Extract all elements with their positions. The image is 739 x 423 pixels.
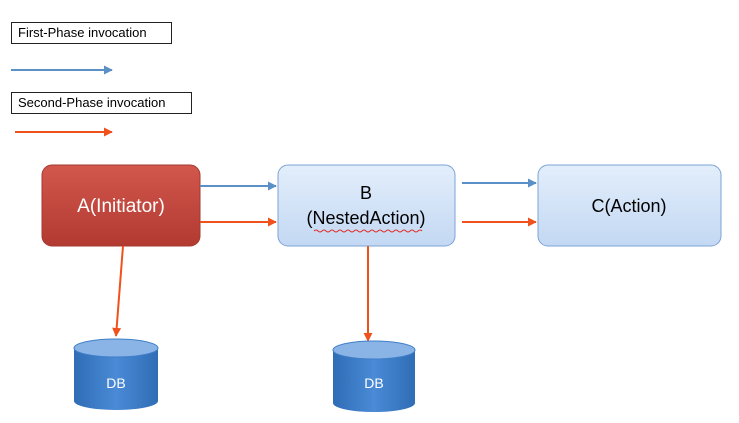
database-nested-action-label: DB [364, 375, 383, 391]
arrow-a-to-db1-second-phase [112, 245, 124, 337]
node-nested-action: B (NestedAction) [277, 164, 456, 247]
spellcheck-underline [313, 229, 423, 233]
legend-first-phase-label: First-Phase invocation [11, 22, 172, 44]
node-nested-action-line2: (NestedAction) [306, 208, 425, 228]
database-nested-action: DB [332, 340, 416, 412]
database-initiator: DB [73, 338, 159, 410]
node-action: C(Action) [537, 164, 722, 247]
database-icon [74, 348, 158, 410]
node-nested-action-line1: B [360, 183, 372, 203]
node-initiator-label: A(Initiator) [77, 196, 165, 217]
node-initiator: A(Initiator) [41, 164, 201, 247]
legend-second-phase-label: Second-Phase invocation [11, 92, 192, 114]
database-icon [333, 350, 415, 412]
database-initiator-label: DB [106, 375, 125, 391]
node-action-label: C(Action) [591, 196, 666, 216]
